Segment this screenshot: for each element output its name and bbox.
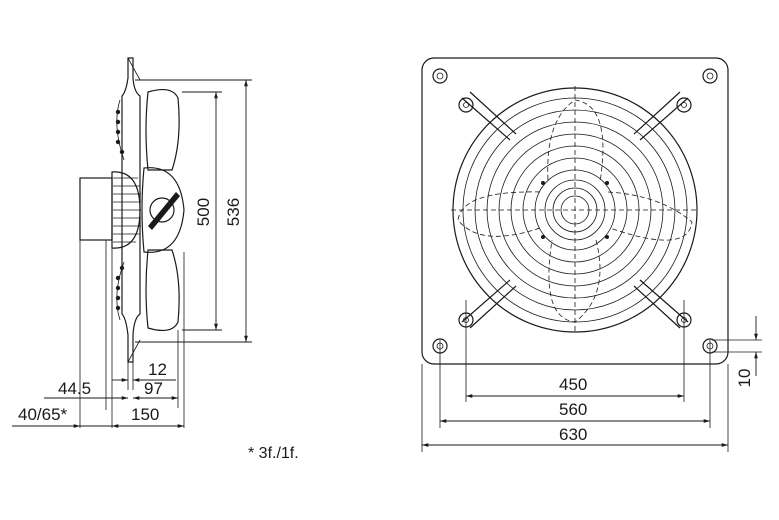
dim-10-label: 10 xyxy=(735,369,754,388)
motor-housing xyxy=(79,177,113,241)
dim-44-5-label: 44.5 xyxy=(58,379,91,398)
dim-500-label: 500 xyxy=(194,198,213,226)
dim-150-label: 150 xyxy=(131,405,159,424)
dim-560-label: 560 xyxy=(559,400,587,419)
dim-97-label: 97 xyxy=(144,379,163,398)
dim-12-label: 12 xyxy=(148,360,167,379)
mounting-plate xyxy=(421,57,729,365)
motor-fins xyxy=(113,177,141,243)
dim-630-label: 630 xyxy=(559,425,587,444)
dim-450-label: 450 xyxy=(559,375,587,394)
guard-wires-top xyxy=(115,99,125,161)
front-view: 450 560 630 10 xyxy=(421,57,762,452)
fan-hub xyxy=(141,167,185,253)
hub-bolts xyxy=(541,181,609,239)
guard-wires-bottom xyxy=(115,261,125,321)
dim-536-label: 536 xyxy=(224,198,243,226)
guard-arms xyxy=(458,91,692,329)
plate-top-edge xyxy=(127,57,141,81)
footnote: * 3f./1f. xyxy=(248,445,299,462)
hub-center xyxy=(149,197,175,223)
blade-lower xyxy=(145,249,180,332)
side-view: 500 536 12 44.5 97 40/65* 150 * 3f./1f. xyxy=(12,57,299,462)
blade-upper xyxy=(145,88,180,171)
plate-bottom-edge xyxy=(127,339,141,363)
dim-40-65-label: 40/65* xyxy=(18,405,68,424)
blade-pitch-section xyxy=(148,192,180,230)
